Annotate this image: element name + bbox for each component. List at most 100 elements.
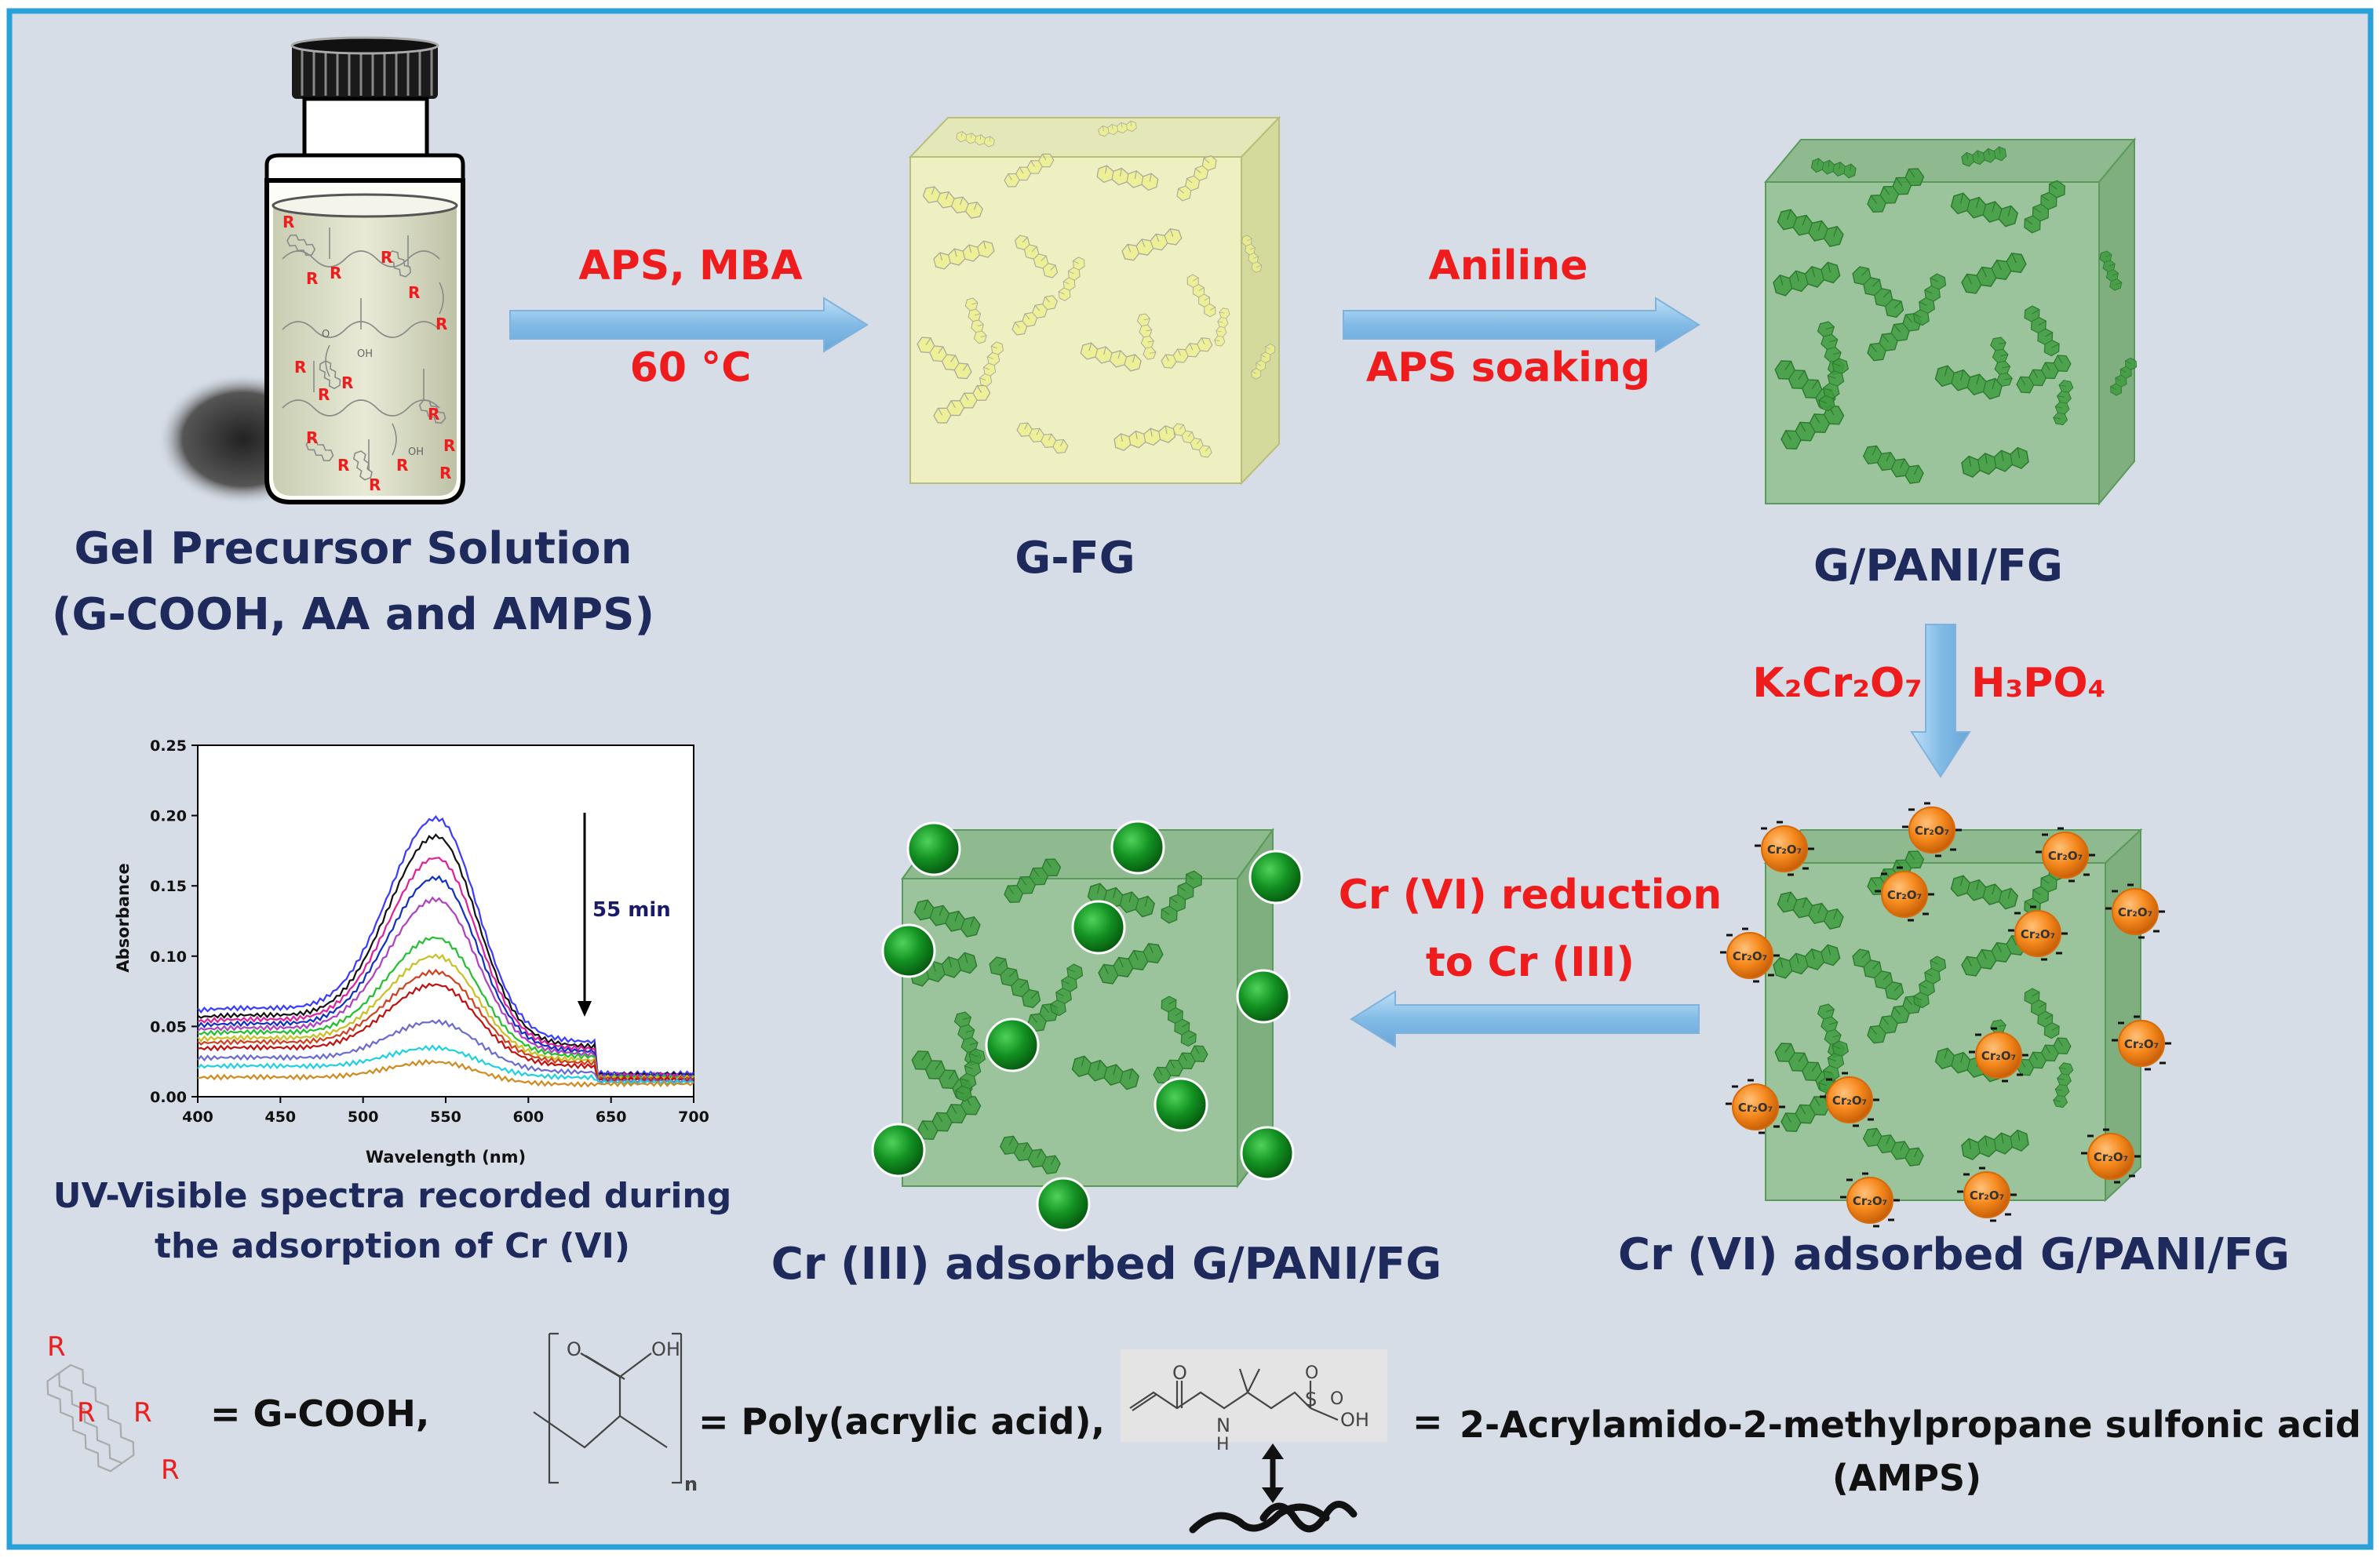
svg-text:R: R (294, 358, 306, 377)
cr6-cube: Cr₂O₇ Cr₂O₇ Cr₂O₇ Cr₂O₇ Cr₂O₇ Cr₂O₇ Cr₂O₇ Cr₂O₇… (1720, 802, 2171, 1228)
r-group-label: R (47, 1331, 66, 1363)
dichromate-ion-label: Cr₂O₇ (1970, 1189, 2004, 1203)
x-tick-label: 700 (678, 1108, 709, 1126)
amps-oxygen-label: O (1330, 1389, 1343, 1409)
step4-line2: to Cr (III) (1425, 939, 1635, 986)
cr3-label: Cr (III) adsorbed G/PANI/FG (771, 1239, 1442, 1290)
svg-text:R: R (282, 213, 294, 231)
dichromate-ion: Cr₂O₇ (2112, 1015, 2171, 1071)
cr3-sphere (1071, 900, 1126, 955)
svg-text:R: R (337, 456, 349, 475)
arrow-step3 (1910, 624, 1971, 778)
gpani-label: G/PANI/FG (1813, 541, 2064, 592)
cr3-sphere (1248, 850, 1303, 905)
gpani-cube (1763, 137, 2140, 506)
y-tick-label: 0.25 (150, 737, 187, 755)
spectrum-series-line (197, 875, 694, 1079)
dichromate-ion: Cr₂O₇ (1969, 1027, 2028, 1083)
cr3-cube (871, 820, 1303, 1232)
y-tick-label: 0.20 (150, 808, 187, 825)
arrow-step1 (509, 297, 869, 353)
paa-subscript-n: n (684, 1473, 698, 1495)
cr6-label: Cr (VI) adsorbed G/PANI/FG (1617, 1229, 2291, 1280)
dichromate-ion: Cr₂O₇ (1902, 802, 1962, 857)
legend-amps-name-line1: 2-Acrylamido-2-methylpropane sulfonic ac… (1460, 1403, 2361, 1446)
legend-gcooh-label: = G-COOH, (210, 1392, 429, 1435)
legend-paa-structure (533, 1332, 683, 1484)
svg-text:R: R (443, 436, 455, 455)
amps-hydrogen-label: H (1216, 1435, 1230, 1454)
dichromate-ion: Cr₂O₇ (2105, 883, 2165, 939)
dichromate-ion: Cr₂O₇ (1726, 1079, 1785, 1134)
dichromate-ion-label: Cr₂O₇ (2118, 905, 2152, 919)
x-tick-label: 450 (264, 1108, 296, 1126)
spectrum-series-line (197, 896, 694, 1080)
dichromate-ion: Cr₂O₇ (1875, 866, 1934, 922)
cr3-sphere (1240, 1126, 1295, 1181)
dichromate-ion-label: Cr₂O₇ (2048, 849, 2083, 863)
dichromate-ion-label: Cr₂O₇ (2094, 1150, 2128, 1164)
dichromate-ion: Cr₂O₇ (1820, 1072, 1879, 1127)
svg-text:R: R (396, 456, 408, 475)
dichromate-ion-label: Cr₂O₇ (1887, 888, 1922, 902)
dichromate-ion: Cr₂O₇ (1957, 1167, 2017, 1222)
cr3-sphere (1036, 1177, 1091, 1232)
dichromate-ion-label: Cr₂O₇ (2021, 927, 2055, 941)
y-tick-label: 0.15 (150, 878, 187, 895)
legend-amps-equals: = (1412, 1400, 1443, 1443)
gfg-cube (908, 115, 1281, 486)
amps-oxygen-label: O (1172, 1362, 1187, 1384)
legend-paa-label: = Poly(acrylic acid), (698, 1400, 1105, 1443)
dichromate-ion-label: Cr₂O₇ (2124, 1037, 2159, 1051)
svg-text:R: R (318, 385, 330, 404)
amps-oh-label: OH (1340, 1409, 1369, 1431)
x-tick-label: 600 (512, 1108, 544, 1126)
y-tick-label: 0.10 (150, 948, 187, 966)
x-axis-title: Wavelength (nm) (366, 1148, 526, 1167)
dichromate-ion: Cr₂O₇ (2081, 1128, 2141, 1184)
cr3-sphere (1154, 1077, 1208, 1132)
step2-condition: APS soaking (1365, 344, 1651, 391)
dichromate-ion-label: Cr₂O₇ (1981, 1049, 2016, 1063)
svg-text:R: R (428, 405, 439, 424)
spectrum-series-line (197, 1058, 694, 1088)
time-annotation: 55 min (592, 898, 671, 922)
dichromate-ion-label: Cr₂O₇ (1832, 1094, 1867, 1108)
svg-text:R: R (408, 283, 420, 302)
legend-amps-name-line2: (AMPS) (1831, 1457, 1982, 1499)
arrow-step4 (1350, 990, 1700, 1048)
paa-oxygen-label: O (567, 1338, 581, 1360)
amps-oxygen-label: O (1305, 1363, 1318, 1383)
svg-text:R: R (341, 373, 353, 392)
dichromate-ion-label: Cr₂O₇ (1915, 824, 1949, 838)
step3-acid: H₃PO₄ (1971, 660, 2106, 707)
step1-temperature: 60 °C (629, 344, 752, 391)
svg-text:OH: OH (408, 446, 424, 458)
r-group-label: R (77, 1397, 96, 1429)
cr3-sphere (1236, 969, 1291, 1024)
step1-reagents: APS, MBA (578, 242, 803, 289)
spectrum-series-line (197, 1018, 694, 1085)
step2-reagent: Aniline (1428, 242, 1588, 289)
step3-dichromate: K₂Cr₂O₇ (1752, 660, 1923, 707)
svg-text:R: R (369, 475, 381, 494)
r-group-label: R (161, 1454, 180, 1486)
precursor-label-line1: Gel Precursor Solution (74, 523, 632, 574)
cr3-sphere (871, 1123, 926, 1178)
x-tick-label: 650 (596, 1108, 627, 1126)
dichromate-ion-label: Cr₂O₇ (1738, 1101, 1773, 1115)
legend-amps-structure (1121, 1349, 1387, 1534)
spectrum-series-line (197, 1044, 694, 1086)
dichromate-ion: Cr₂O₇ (1755, 821, 1814, 876)
dichromate-ion: Cr₂O₇ (2008, 905, 2068, 961)
step4-line1: Cr (VI) reduction (1338, 872, 1722, 919)
gfg-label: G-FG (1015, 533, 1135, 584)
x-tick-label: 400 (182, 1108, 213, 1126)
precursor-label-line2: (G-COOH, AA and AMPS) (51, 589, 655, 640)
dichromate-ion: Cr₂O₇ (1840, 1172, 1900, 1228)
svg-text:O: O (322, 329, 330, 340)
x-tick-label: 500 (348, 1108, 379, 1126)
